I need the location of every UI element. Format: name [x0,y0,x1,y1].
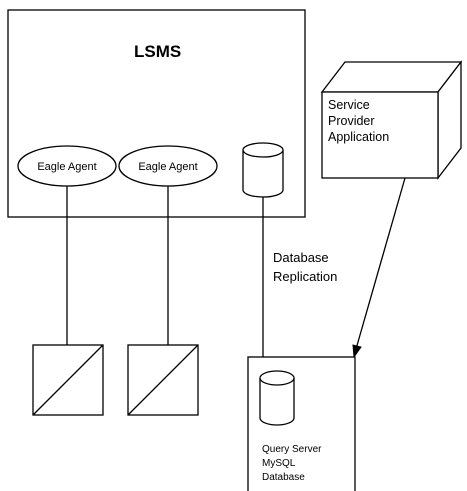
service-provider-box [320,60,463,180]
query-server-line1: Query Server [262,444,322,455]
replication-label-line1: Database [273,250,329,265]
lsms-title: LSMS [134,42,181,61]
arrowhead-icon [352,344,362,359]
query-server-line2: MySQL [262,458,296,469]
replication-label-line2: Replication [273,269,337,284]
service-provider-line3: Application [328,130,389,144]
lsms-database-icon [242,142,284,198]
query-server-line3: Database [262,472,305,483]
eagle-agent-1-label: Eagle Agent [37,161,96,173]
provider-to-query-arrow [355,177,406,350]
node-box-2 [127,344,199,416]
node-box-1 [32,344,104,416]
query-server-database-icon [259,370,295,426]
service-provider-line1: Service [328,98,370,112]
service-provider-line2: Provider [328,114,375,128]
eagle-agent-2-label: Eagle Agent [138,161,197,173]
